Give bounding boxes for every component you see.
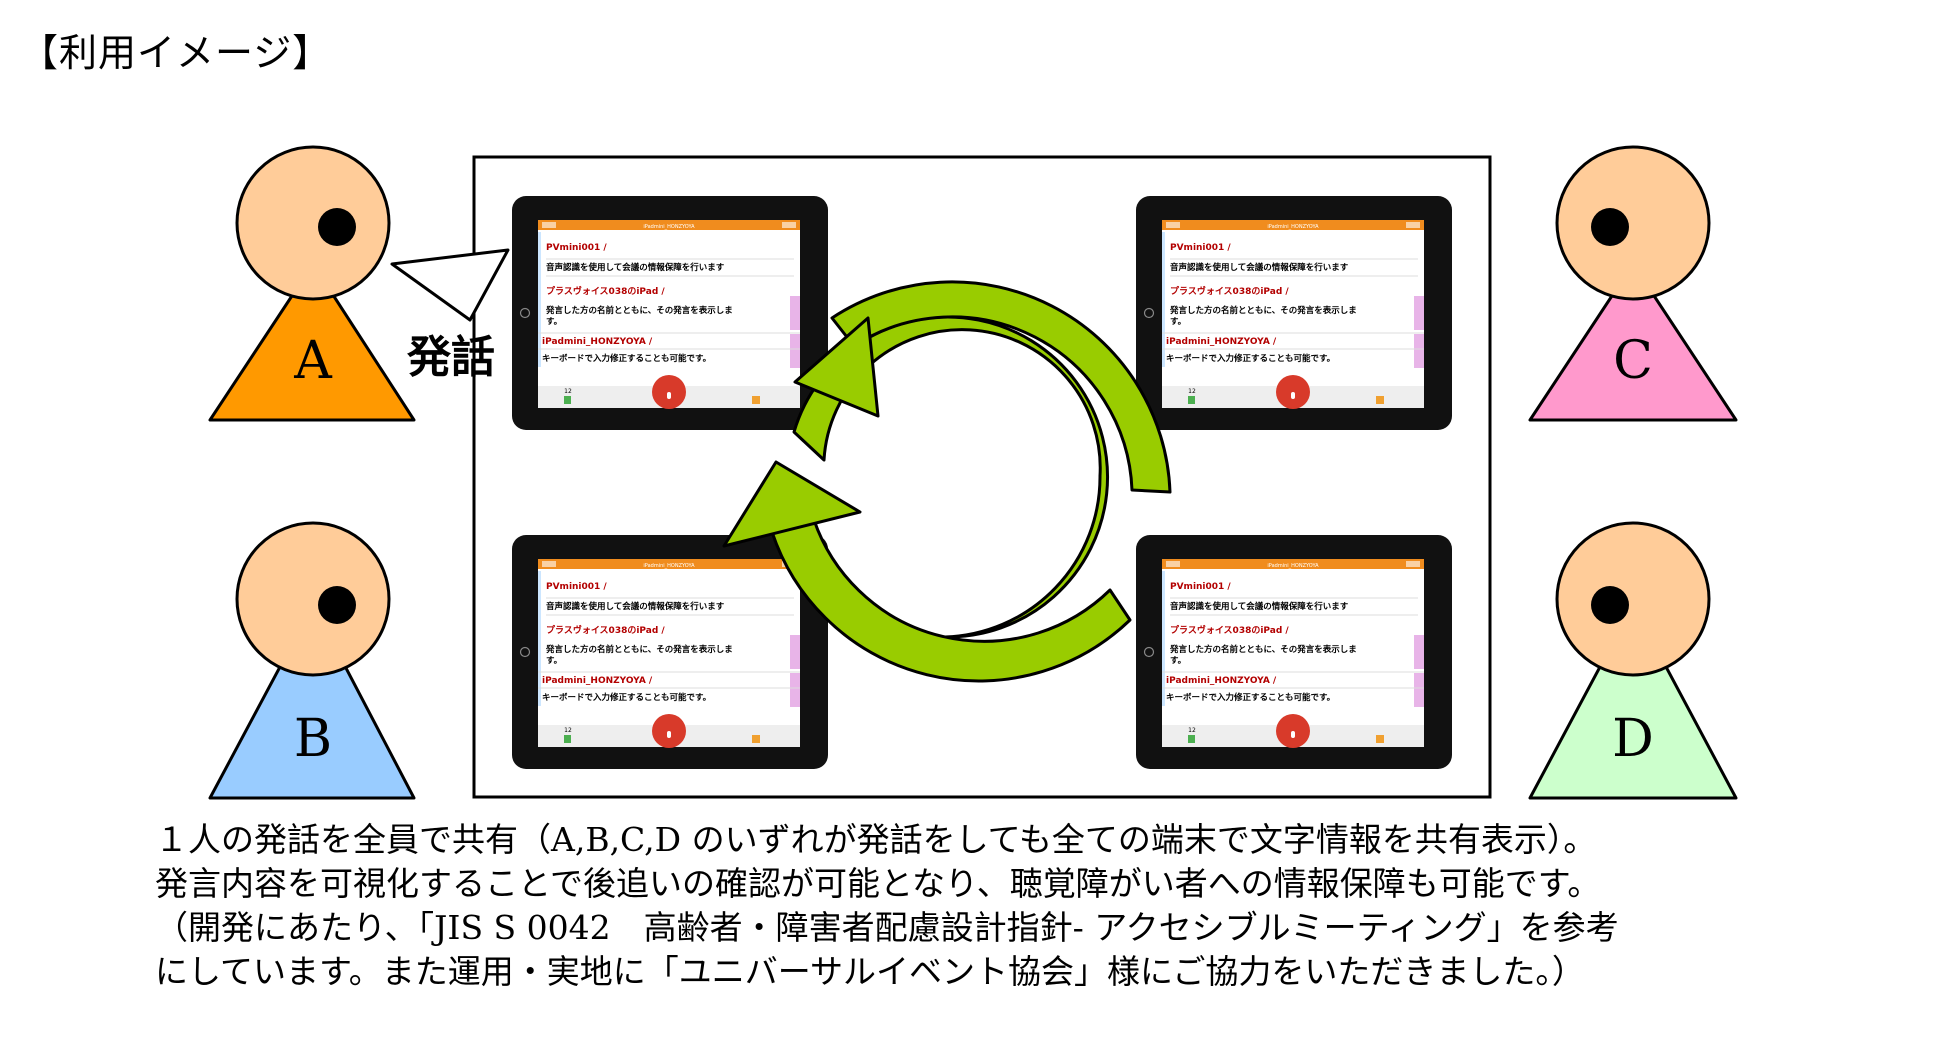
person-d-letter: D <box>1612 709 1654 769</box>
person-c-letter: C <box>1613 331 1653 391</box>
person-c-head <box>1555 145 1711 301</box>
speech-label: 発話 <box>406 332 495 383</box>
caption-line-1: １人の発話を全員で共有（A,B,C,D のいずれが発話をしても全ての端末で文字情… <box>155 820 1597 859</box>
speech-bubble <box>390 248 510 322</box>
person-a: A <box>208 145 416 422</box>
person-a-head <box>235 145 391 301</box>
caption-line-4: にしています。また運用・実地に「ユニバーサルイベント協会」様にご協力をいただきま… <box>155 952 1585 991</box>
person-a-eye <box>318 208 356 246</box>
caption: １人の発話を全員で共有（A,B,C,D のいずれが発話をしても全ての端末で文字情… <box>155 818 1915 994</box>
person-b-eye <box>318 586 356 624</box>
person-d-head <box>1555 521 1711 677</box>
tablet-bottom-left <box>511 534 829 770</box>
person-c-body <box>1528 262 1738 422</box>
person-a-body <box>208 262 416 422</box>
person-b-head <box>235 521 391 677</box>
person-b: B <box>208 521 416 800</box>
caption-line-2: 発言内容を可視化することで後追いの確認が可能となり、聴覚障がい者への情報保障も可… <box>155 864 1601 903</box>
person-d-eye <box>1591 586 1629 624</box>
person-d-body <box>1528 603 1738 800</box>
tablet-top-right <box>1135 195 1453 431</box>
caption-line-3: （開発にあたり、「JIS S 0042 高齢者・障害者配慮設計指針‐ アクセシブ… <box>155 908 1619 947</box>
person-c: C <box>1528 145 1738 422</box>
person-c-eye <box>1591 208 1629 246</box>
person-d: D <box>1528 521 1738 800</box>
page-heading: 【利用イメージ】 <box>20 31 332 75</box>
tablet-bottom-right <box>1135 534 1453 770</box>
person-a-letter: A <box>293 331 333 391</box>
person-b-body <box>208 603 416 800</box>
person-b-letter: B <box>294 709 332 769</box>
sharing-cycle-arrow-heads <box>722 280 1172 683</box>
